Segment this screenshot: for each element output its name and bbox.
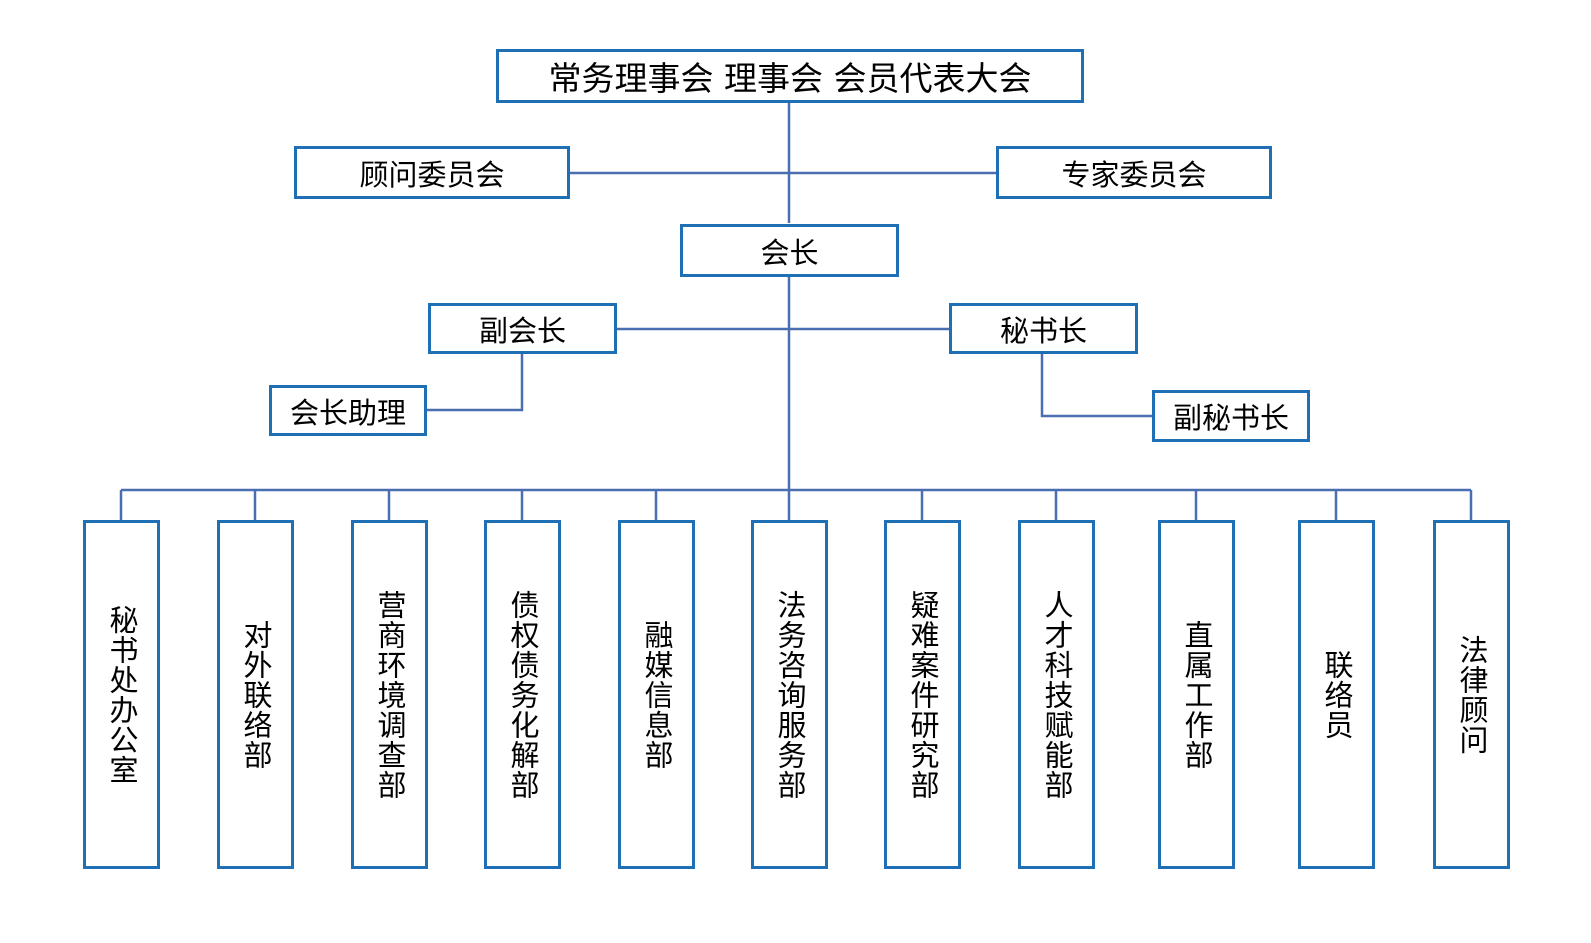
vice-president-box: 副会长 xyxy=(428,303,617,354)
secretary-general-box: 秘书长 xyxy=(949,303,1138,354)
advisory-committee-box: 顾问委员会 xyxy=(294,146,570,199)
department-box: 直属工作部 xyxy=(1158,520,1235,869)
department-label: 对外联络部 xyxy=(239,619,273,770)
department-box: 联络员 xyxy=(1298,520,1375,869)
department-box: 疑难案件研究部 xyxy=(884,520,961,869)
deputy-branch-line xyxy=(1040,353,1152,418)
department-label: 疑难案件研究部 xyxy=(906,589,940,800)
secretary-general-label: 秘书长 xyxy=(999,313,1087,348)
department-label: 秘书处办公室 xyxy=(105,604,139,785)
department-label: 法律顾问 xyxy=(1455,634,1489,755)
department-box: 债权债务化解部 xyxy=(484,520,561,869)
department-label: 营商环境调查部 xyxy=(373,589,407,800)
department-box: 融媒信息部 xyxy=(618,520,695,869)
president-box: 会长 xyxy=(680,224,899,277)
assistant-branch-line xyxy=(426,353,524,412)
president-assistant-box: 会长助理 xyxy=(269,385,427,436)
general-assembly-label: 常务理事会 理事会 会员代表大会 xyxy=(548,59,1032,98)
department-label: 法务咨询服务部 xyxy=(773,589,807,800)
president-assistant-label: 会长助理 xyxy=(289,395,406,430)
general-assembly-box: 常务理事会 理事会 会员代表大会 xyxy=(496,49,1084,103)
department-box: 人才科技赋能部 xyxy=(1018,520,1095,869)
department-label: 融媒信息部 xyxy=(640,619,674,770)
advisory-committee-label: 顾问委员会 xyxy=(359,157,505,192)
deputy-secretary-general-box: 副秘书长 xyxy=(1152,390,1310,442)
department-box: 法务咨询服务部 xyxy=(751,520,828,869)
president-label: 会长 xyxy=(760,235,819,270)
department-box: 法律顾问 xyxy=(1433,520,1510,869)
department-label: 人才科技赋能部 xyxy=(1040,589,1074,800)
department-box: 对外联络部 xyxy=(217,520,294,869)
department-label: 联络员 xyxy=(1320,649,1354,740)
department-box: 秘书处办公室 xyxy=(83,520,160,869)
department-label: 直属工作部 xyxy=(1180,619,1214,770)
expert-committee-label: 专家委员会 xyxy=(1061,157,1207,192)
vice-president-label: 副会长 xyxy=(478,313,566,348)
department-label: 债权债务化解部 xyxy=(506,589,540,800)
department-box: 营商环境调查部 xyxy=(351,520,428,869)
expert-committee-box: 专家委员会 xyxy=(996,146,1272,199)
deputy-secretary-general-label: 副秘书长 xyxy=(1172,401,1289,435)
